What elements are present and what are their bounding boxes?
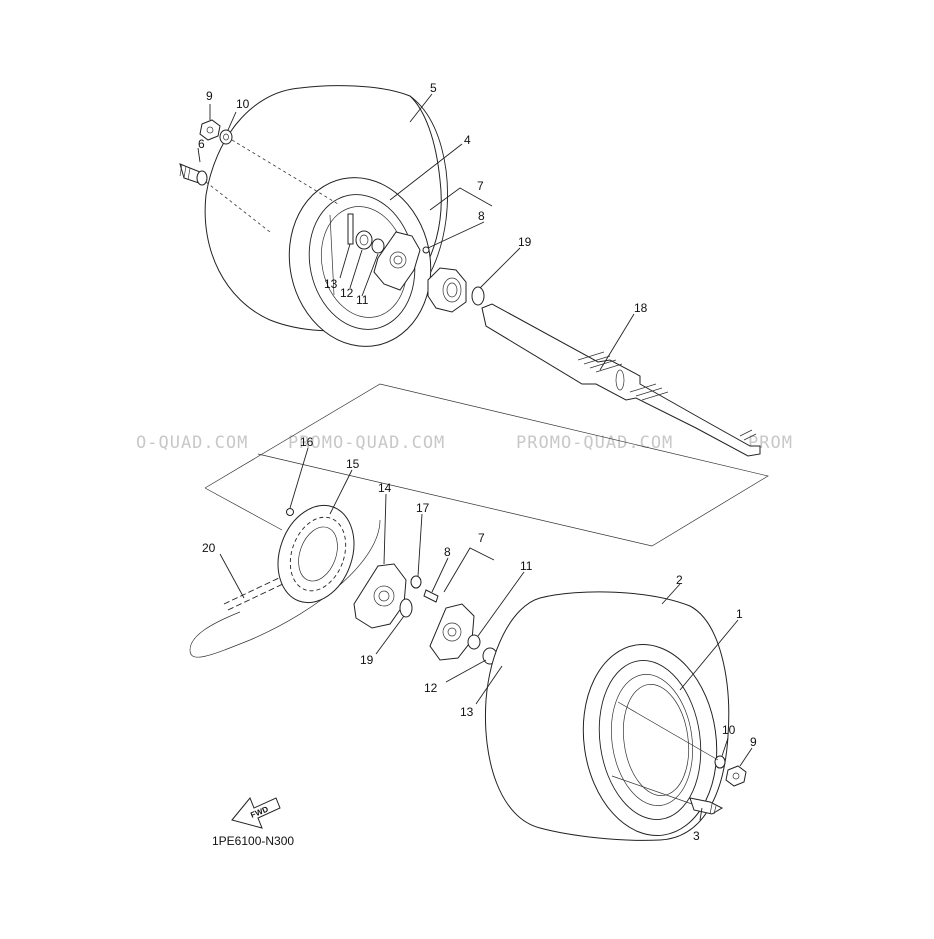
upper-pin-13 (347, 213, 354, 245)
lower-bolt-8 (423, 589, 439, 603)
lower-tire (484, 591, 730, 841)
lower-nut-9 (725, 765, 747, 787)
callout-lower-8: 8 (444, 545, 451, 559)
callout-upper-12: 12 (340, 286, 354, 300)
upper-hub-4 (373, 231, 421, 291)
watermark: O-QUAD.COM PROMO-QUAD.COM PROMO-QUAD.COM… (136, 433, 792, 453)
upper-tire (204, 85, 448, 347)
lower-stud-group (611, 701, 747, 815)
lower-washer-10 (714, 755, 726, 769)
callout-lower-13: 13 (460, 705, 474, 719)
callout-upper-13: 13 (324, 277, 338, 291)
lower-washer-11 (467, 634, 481, 650)
callout-upper-4: 4 (464, 133, 471, 147)
upper-nut-9 (199, 119, 221, 141)
callout-lower-10: 10 (722, 723, 736, 737)
callout-lower-19: 19 (360, 653, 374, 667)
callout-upper-7: 7 (477, 179, 484, 193)
callout-lower-16: 16 (300, 435, 314, 449)
watermark-center: PROMO-QUAD.COM (288, 433, 445, 453)
callout-upper-5: 5 (430, 81, 437, 95)
callout-upper-10: 10 (236, 97, 250, 111)
callout-upper-9: 9 (206, 89, 213, 103)
upper-washer-11 (371, 238, 385, 254)
upper-oring-19 (471, 286, 485, 306)
callout-lower-15: 15 (346, 457, 360, 471)
upper-hub-parts (355, 230, 485, 313)
lower-callouts: 16 15 14 17 7 8 11 20 19 2 1 12 13 10 9 … (202, 435, 757, 843)
axle-18 (481, 303, 761, 457)
sprocket-15 (277, 504, 355, 604)
callout-lower-20: 20 (202, 541, 216, 555)
watermark-left: O-QUAD.COM (136, 433, 248, 453)
upper-callouts: 9 10 5 6 4 7 8 19 13 12 11 18 (197, 81, 648, 371)
callout-lower-1: 1 (736, 607, 743, 621)
upper-bolt-8 (422, 246, 430, 254)
callout-upper-6: 6 (198, 137, 205, 151)
upper-nut-12 (355, 230, 373, 250)
callout-lower-7: 7 (478, 531, 485, 545)
upper-washer-10 (219, 129, 233, 145)
nut-17 (410, 575, 422, 589)
callout-upper-19: 19 (518, 235, 532, 249)
upper-stud-group (179, 119, 339, 233)
sprocket-bolt-16 (286, 508, 294, 516)
callout-upper-8: 8 (478, 209, 485, 223)
assembly-frame (204, 383, 769, 547)
callout-upper-18: 18 (634, 301, 648, 315)
fwd-arrow-icon: FWD (231, 797, 281, 829)
callout-lower-11: 11 (520, 559, 533, 573)
drive-chain-20 (189, 519, 381, 658)
callout-lower-17: 17 (416, 501, 430, 515)
lower-stud-3 (689, 797, 724, 815)
diagram-code: 1PE6100-N300 (212, 834, 294, 848)
callout-lower-12: 12 (424, 681, 438, 695)
callout-lower-3: 3 (693, 829, 700, 843)
hub-14 (353, 563, 422, 629)
watermark-right: PROMO-QUAD.COM (516, 433, 673, 453)
callout-upper-11: 11 (356, 293, 369, 307)
callout-lower-14: 14 (378, 481, 392, 495)
callout-lower-9: 9 (750, 735, 757, 749)
oring-19-lower (399, 598, 413, 618)
callout-lower-2: 2 (676, 573, 683, 587)
